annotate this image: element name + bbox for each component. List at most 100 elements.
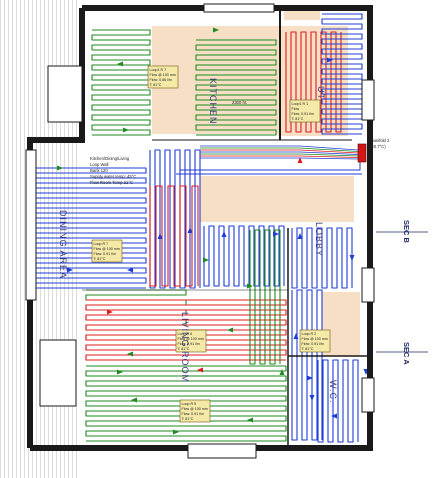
zone-core [200, 176, 354, 222]
manifold-feed-pipe [200, 155, 359, 158]
loop-tag-line: Loop1 R 1 [292, 102, 309, 106]
flow-arrow-icon [173, 429, 179, 435]
loop-tag-line: Flow @ 100 mm [94, 247, 120, 251]
loop-tag-line: Flow: 0.91 l/m [292, 112, 314, 116]
loop-tag-line: Flow [292, 107, 300, 111]
flow-arrow-icon [187, 227, 193, 233]
loop-tag-line: Flow @ 100 mm [178, 337, 204, 341]
flow-arrow-icon [331, 413, 337, 419]
room-label-kitchen: KITCHEN [208, 78, 218, 125]
note-line: Bank 120 [90, 168, 108, 173]
flow-arrow-icon [131, 397, 137, 403]
loop-tag-line: Flow: 0.86 l/m [150, 78, 172, 82]
loop-tag-box [299, 329, 331, 353]
flow-arrow-icon [297, 157, 303, 163]
section-marker-a: SEC A [376, 342, 428, 365]
window-north [203, 3, 275, 13]
manifold-feed-pipe [200, 145, 359, 151]
flow-arrow-icon [107, 309, 113, 315]
flow-arrow-icon [349, 255, 355, 261]
loop-tag-line: T: 81°C [302, 347, 314, 351]
flow-arrow-icon [203, 257, 209, 263]
section-label: SEC A [402, 342, 411, 365]
manifold-feed-pipe [200, 153, 359, 157]
manifold-feed-pipe [200, 157, 359, 160]
flow-arrow-icon [279, 369, 285, 375]
flow-arrow-icon [157, 233, 163, 239]
circuit-dining [35, 167, 147, 289]
manifold: Manifold 2 (40.7°C) [357, 138, 390, 163]
dimension-note: 2300 ht. [232, 100, 247, 105]
loop-tag-line: Flow @ 100 mm [150, 73, 176, 77]
circuit-dining-east [149, 149, 201, 289]
loop-tag-line: Loop R 5 [182, 402, 197, 406]
window-south [187, 443, 257, 459]
note-line: Kitchen/Dining/Living [90, 156, 130, 161]
design-notes: Kitchen/Dining/Living Loop Wall Bank 120… [90, 156, 136, 185]
manifold-box [357, 143, 367, 163]
loop-tag-line: Flow: 0.91 l/m [182, 412, 204, 416]
room-label-lobby: LOBBY [314, 222, 324, 257]
flow-arrow-icon [57, 165, 63, 171]
flow-arrow-icon [327, 57, 333, 63]
manifold-feed-pipe [200, 147, 359, 152]
loop-tag-box [175, 329, 207, 353]
window-east-wc [361, 377, 375, 413]
door-patio-north [47, 65, 83, 123]
circuit-wc [317, 359, 359, 443]
circuit-core-wrap [203, 225, 285, 287]
note-line: Flow Room Temp 21°C [90, 180, 133, 185]
loop-tag-line: Loop1 R 7 [150, 68, 167, 72]
flow-arrow-icon [309, 395, 315, 401]
flow-arrow-icon [127, 267, 133, 273]
flow-arrow-icon [117, 61, 123, 67]
door-patio-south [39, 339, 77, 407]
flow-arrow-icon [247, 283, 253, 289]
circuit-north-strip [321, 13, 363, 135]
room-label-dining: DINING AREA [58, 210, 68, 279]
room-label-living: LIVING ROOM [180, 312, 190, 383]
note-line: Loop Wall [90, 162, 109, 167]
section-marker-b: SEC B [376, 220, 428, 244]
loop-tag-line: Loop R 7 [94, 242, 109, 246]
flow-arrow-icon [297, 233, 303, 239]
manifold-feed-pipe [200, 149, 359, 154]
loop-tag-box [91, 239, 123, 263]
manifold-label: Manifold 2 [370, 138, 390, 143]
flow-arrow-icon [117, 369, 123, 375]
window-east-lobby [361, 267, 375, 303]
circuit-living-east [249, 229, 281, 365]
manifold-feed-pipe [180, 162, 361, 171]
manifold-feed-pipe [200, 151, 359, 155]
circuit-kitchen-west [91, 29, 151, 136]
loop-tag-box [289, 99, 321, 123]
loop-tag-box [179, 399, 211, 423]
circuit-centre-red [149, 185, 199, 287]
loop-tag-line: Flow: 0.91 l/m [94, 252, 116, 256]
loop-tag-line: T: 81°C [94, 257, 106, 261]
circuit-kitchen-centre [195, 39, 277, 136]
circuit-lobby-low [291, 289, 323, 441]
loop-tag-line: Flow @ 100 mm [302, 337, 328, 341]
loop-tag-line: Loop R 2 [302, 332, 317, 336]
flow-arrow-icon [247, 417, 253, 423]
loop-tag-line: T: 81°C [178, 347, 190, 351]
flow-arrow-icon [293, 333, 299, 339]
flow-arrow-icon [127, 351, 133, 357]
window-dining-west [25, 149, 37, 301]
loop-tag-line: Loop R 6 [178, 332, 193, 336]
section-label: SEC B [402, 220, 411, 244]
loop-tag-line: T: 81°C [292, 117, 304, 121]
flow-arrow-icon [67, 267, 73, 273]
circuit-ut [285, 31, 342, 133]
room-label-wc: W.C. [328, 380, 338, 404]
flow-arrow-icon [273, 231, 279, 237]
flow-arrow-icon [227, 327, 233, 333]
